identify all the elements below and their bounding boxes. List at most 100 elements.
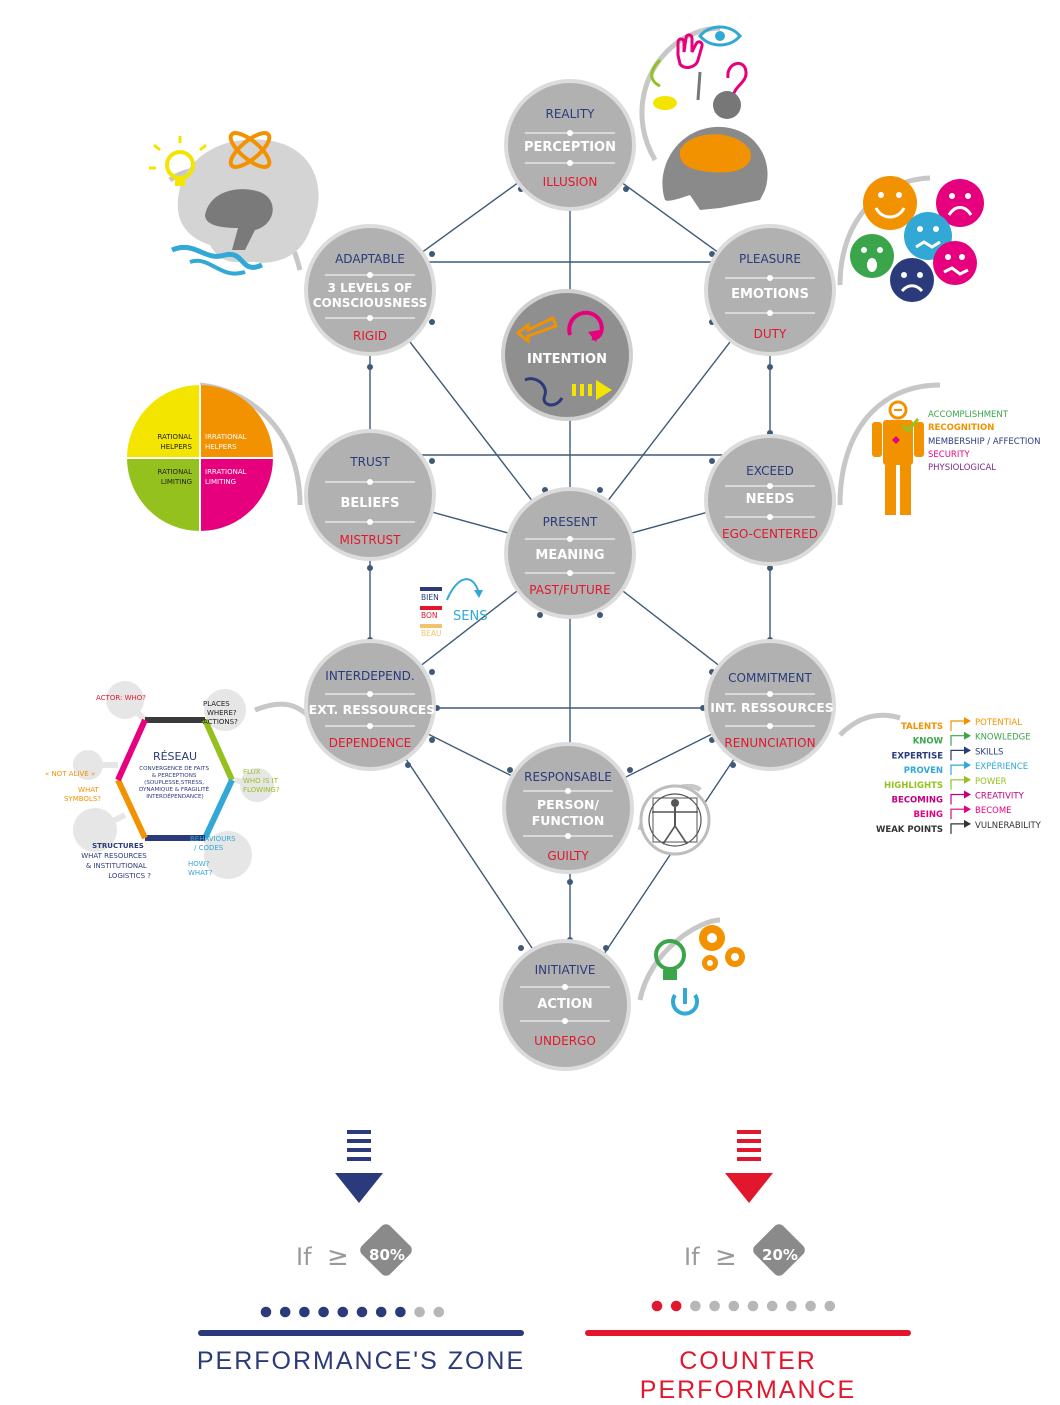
resource-connector [950, 808, 965, 820]
node-top-label: TRUST [349, 455, 390, 469]
dot-filled [279, 1306, 291, 1318]
resource-right-label: EXPÉRIENCE [975, 760, 1028, 772]
node-bottom-label: DUTY [754, 327, 787, 341]
counter-value: 20% [762, 1246, 798, 1264]
node-intention[interactable]: INTENTION [501, 289, 633, 421]
reseau-structures: STRUCTURES WHAT RESOURCES & INSTITUTIONA… [81, 842, 151, 880]
node-mid-label: PERCEPTION [524, 140, 616, 155]
reseau-not-alive: « NOT ALIVE » [45, 770, 95, 778]
resource-right-label: POWER [975, 777, 1007, 787]
dot-empty [433, 1306, 445, 1318]
surprised-face-icon [850, 234, 894, 278]
reseau-network: RÉSEAU CONVERGENCE DE FAITS & PERCEPTION… [45, 681, 280, 880]
resource-left-label: KNOW [913, 737, 944, 747]
arrow-down-navy-icon [335, 1130, 383, 1203]
gear-icon [699, 925, 745, 971]
resource-left-label: BEING [913, 810, 943, 820]
needs-figure [872, 400, 924, 515]
counter-if: If [684, 1243, 700, 1271]
perf-bar [198, 1330, 524, 1336]
resource-connector [950, 720, 965, 731]
node-top-label: PLEASURE [739, 252, 801, 266]
node-bottom-label: MISTRUST [340, 533, 402, 547]
dot-empty [824, 1300, 836, 1312]
reseau-flux: FLUX WHO IS IT FLOWING? [243, 768, 280, 794]
reseau-places: PLACES WHERE? ACTIONS? [203, 700, 239, 726]
nodes: REALITY PERCEPTION ILLUSION ADAPTABLE 3 … [304, 79, 836, 1071]
arrow-left-icon [515, 315, 558, 345]
sens-badge: BIEN BON BEAU SENS [420, 578, 487, 638]
node-interdepend[interactable]: INTERDEPEND. EXT. RESSOURCES DEPENDENCE [304, 639, 436, 771]
node-top-label: ADAPTABLE [335, 252, 405, 266]
reseau-description: CONVERGENCE DE FAITS & PERCEPTIONS (SOUP… [139, 766, 211, 800]
resource-connector [950, 823, 965, 834]
resource-arrow-icon [964, 717, 971, 725]
resource-arrow-icon [964, 775, 971, 784]
needs-membership: MEMBERSHIP / AFFECTION [928, 437, 1040, 447]
node-exceed[interactable]: EXCEED NEEDS EGO-CENTERED [704, 434, 836, 566]
node-responsable[interactable]: RESPONSABLE PERSON/ FUNCTION GUILTY [502, 742, 634, 874]
dot-filled [651, 1300, 663, 1312]
perf-badge [360, 1224, 412, 1276]
node-top-label: REALITY [545, 107, 595, 121]
mouth-icon [653, 96, 677, 110]
sens-label: SENS [453, 609, 487, 624]
node-mid-label-1: 3 LEVELS OF [328, 281, 413, 295]
senses-illustration [650, 25, 768, 210]
node-trust[interactable]: TRUST BELIEFS MISTRUST [304, 429, 436, 561]
node-mid-label-1: PERSON/ [537, 797, 599, 812]
resource-left-label: BECOMING [892, 796, 943, 806]
node-reality[interactable]: REALITY PERCEPTION ILLUSION [504, 79, 636, 211]
resource-right-label: SKILLS [975, 747, 1003, 757]
reseau-symbols: WHAT SYMBOLS? [64, 786, 101, 803]
happy-face-icon [863, 176, 917, 230]
dot-filled [318, 1306, 329, 1318]
globe-icon [713, 91, 741, 119]
resource-arrow-icon [964, 819, 971, 828]
dot-filled [356, 1306, 368, 1318]
performance-section: If ≥ 80% [198, 1130, 524, 1336]
sens-bon: BON [421, 611, 438, 620]
performance-zone-label: PERFORMANCE'S ZONE [196, 1347, 526, 1375]
lightbulb-idea-icon [654, 939, 686, 980]
node-bottom-label: EGO-CENTERED [722, 527, 818, 541]
perf-dots [260, 1306, 445, 1318]
node-present[interactable]: PRESENT MEANING PAST/FUTURE [504, 487, 636, 619]
counter-dots [651, 1300, 836, 1312]
dot-filled [337, 1306, 349, 1318]
node-mid-label-2: CONSCIOUSNESS [313, 296, 428, 310]
needs-physiological: PHYSIOLOGICAL [928, 463, 996, 473]
resource-connector [950, 793, 965, 805]
node-mid-label: INT. RESSOURCES [710, 700, 834, 715]
node-initiative[interactable]: INITIATIVE ACTION UNDERGO [499, 939, 631, 1071]
angry-face-icon [890, 258, 934, 302]
sad-face-icon [936, 179, 984, 227]
resource-left-label: HIGHLIGHTS [884, 781, 943, 791]
counter-section: If ≥ 20% [585, 1130, 911, 1336]
nose-icon [650, 58, 662, 88]
dot-empty [786, 1300, 797, 1312]
counter-bar [585, 1330, 911, 1336]
node-top-label: INITIATIVE [535, 963, 596, 977]
ear-icon [726, 62, 748, 97]
dot-empty [709, 1300, 720, 1312]
needs-list: ACCOMPLISHMENT RECOGNITION MEMBERSHIP / … [928, 410, 1040, 473]
needs-recognition: RECOGNITION [928, 423, 994, 433]
node-pleasure[interactable]: PLEASURE EMOTIONS DUTY [704, 224, 836, 356]
atom-icon [228, 131, 272, 169]
node-mid-label: ACTION [537, 997, 592, 1012]
node-bottom-label: RIGID [353, 329, 387, 343]
dot-empty [728, 1300, 740, 1312]
action-icons [654, 925, 745, 1016]
node-bottom-label: PAST/FUTURE [529, 583, 610, 597]
perf-geq: ≥ [327, 1242, 349, 1272]
node-mid-label: EMOTIONS [731, 287, 809, 302]
reseau-how-what: HOW? WHAT? [188, 860, 213, 877]
node-commitment[interactable]: COMMITMENT INT. RESSOURCES RENUNCIATION [704, 639, 836, 771]
node-adaptable[interactable]: ADAPTABLE 3 LEVELS OF CONSCIOUSNESS RIGI… [304, 224, 436, 356]
